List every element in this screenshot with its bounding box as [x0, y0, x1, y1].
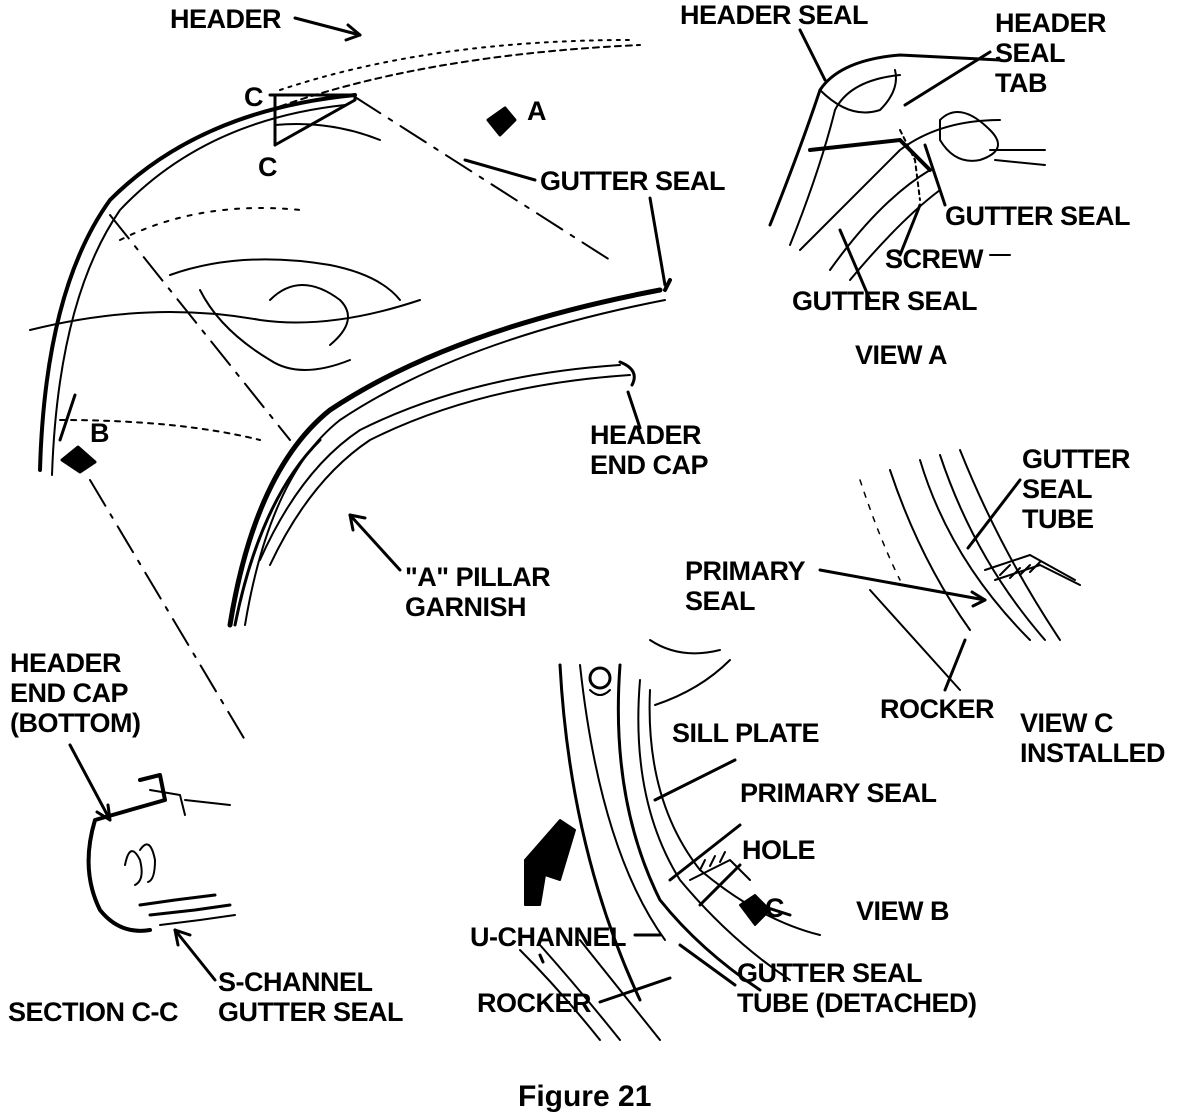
label-callout-c-top: C	[244, 82, 264, 112]
gutter-seal-strip	[259, 360, 636, 566]
callout-b-marker	[60, 445, 97, 474]
a-pillar-garnish-part	[227, 278, 672, 628]
dashed-leader-lines	[89, 96, 611, 741]
label-primary-seal-view-b: PRIMARY SEAL	[740, 778, 937, 808]
label-callout-c-bottom: C	[258, 152, 278, 182]
label-view-b: VIEW B	[856, 896, 950, 926]
label-gutter-seal-view-a-1: GUTTER SEAL	[945, 201, 1131, 231]
label-screw: SCREW	[885, 244, 984, 274]
label-callout-c-view-b: C	[765, 893, 785, 923]
label-a-pillar-garnish: "A" PILLAR GARNISH	[405, 562, 551, 622]
label-s-channel-gutter-seal: S-CHANNEL GUTTER SEAL	[218, 967, 404, 1027]
label-header: HEADER	[170, 4, 282, 34]
label-rocker-view-b: ROCKER	[477, 988, 592, 1018]
view-b-drawing	[519, 639, 821, 1041]
label-view-c-installed: VIEW C INSTALLED	[1020, 708, 1166, 768]
label-header-end-cap-bottom: HEADER END CAP (BOTTOM)	[10, 648, 141, 738]
figure-caption: Figure 21	[518, 1080, 652, 1113]
label-hole: HOLE	[742, 835, 816, 865]
label-rocker-view-c: ROCKER	[880, 694, 995, 724]
section-c-c-drawing	[68, 743, 236, 982]
main-leader-arrows	[58, 16, 667, 572]
view-a-drawing	[768, 28, 1046, 302]
dashboard-sketch	[29, 207, 421, 441]
label-sill-plate: SILL PLATE	[672, 718, 820, 748]
label-u-channel: U-CHANNEL	[470, 922, 626, 952]
label-section-c-c: SECTION C-C	[8, 997, 179, 1027]
view-c-drawing	[818, 449, 1081, 692]
label-view-a: VIEW A	[855, 340, 948, 370]
label-gutter-seal-tube: GUTTER SEAL TUBE	[1022, 444, 1131, 534]
label-callout-b: B	[90, 418, 110, 448]
label-header-seal-tab: HEADER SEAL TAB	[995, 8, 1107, 98]
label-header-seal: HEADER SEAL	[680, 0, 869, 30]
label-primary-seal-view-c: PRIMARY SEAL	[685, 556, 806, 616]
callout-a-marker	[486, 106, 517, 137]
label-header-end-cap: HEADER END CAP	[590, 420, 709, 480]
label-callout-a: A	[527, 96, 547, 126]
label-gutter-seal-tube-detached: GUTTER SEAL TUBE (DETACHED)	[737, 958, 977, 1018]
left-a-pillar-rail	[38, 93, 357, 476]
label-gutter-seal-view-a-2: GUTTER SEAL	[792, 286, 978, 316]
label-gutter-seal-main: GUTTER SEAL	[540, 166, 726, 196]
